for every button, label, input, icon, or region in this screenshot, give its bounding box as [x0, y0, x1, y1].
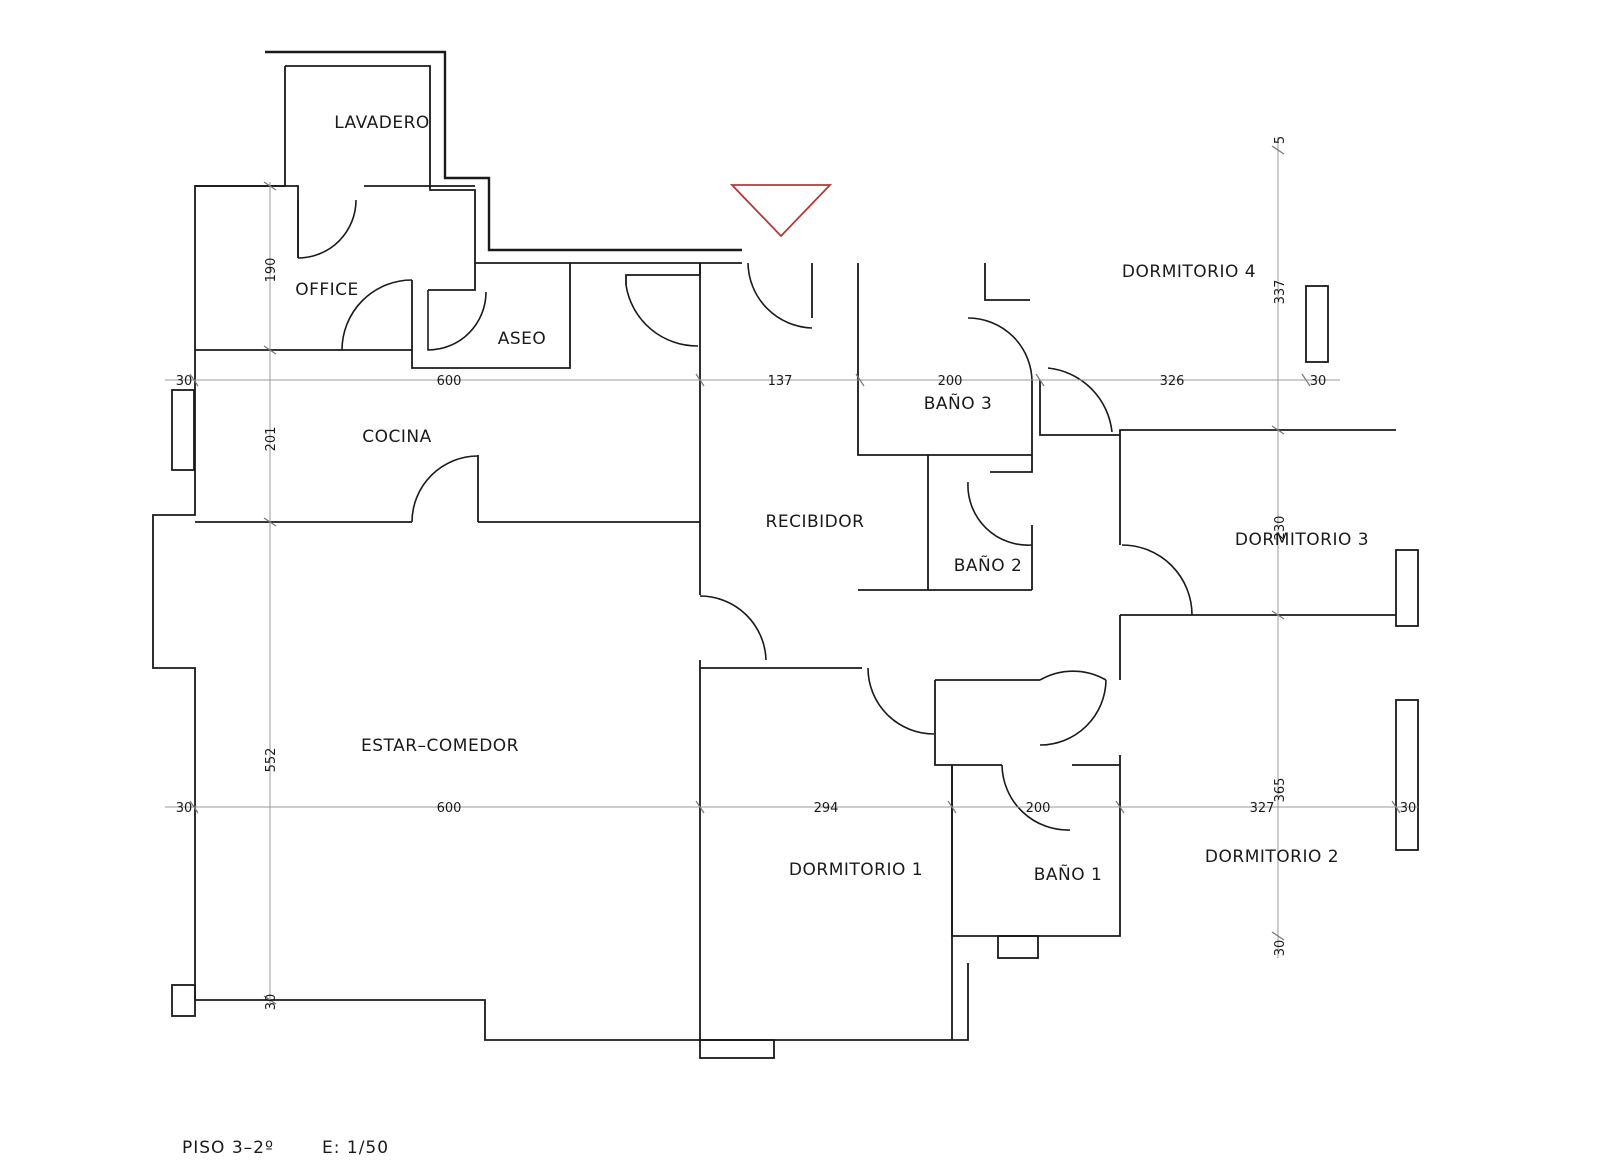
dimension-lines: [165, 137, 1418, 1005]
bano3-top-right-wall: [984, 263, 1030, 301]
door-estar: [699, 595, 767, 661]
dim-right-0: 5: [1273, 136, 1288, 144]
room-lavadero: LAVADERO: [334, 113, 430, 133]
dim-right-2: 230: [1273, 516, 1288, 541]
window-bano-1: [997, 935, 1039, 959]
dim-top-3: 200: [938, 374, 963, 389]
dim-top-4: 326: [1160, 374, 1185, 389]
bano2-walls: [858, 455, 929, 591]
dim-top-1: 600: [437, 374, 462, 389]
recibidor-entry-wall-left: [625, 263, 701, 285]
room-office: OFFICE: [295, 280, 359, 300]
wall-corner-bottom-left: [171, 984, 196, 1017]
exterior-walls: [152, 50, 1419, 1059]
outer-wall-outline: [265, 50, 742, 252]
bano3-walls: [857, 263, 1032, 456]
bano2-top-right-wall: [990, 455, 1033, 473]
door-bano-1: [1001, 764, 1071, 831]
dim-left-2: 552: [264, 748, 279, 773]
door-pasillo: [1039, 670, 1107, 681]
dim-top-5: 30: [1310, 374, 1327, 389]
plan-footer: PISO 3–2º E: 1/50: [182, 1138, 389, 1158]
window-dormitorio-3: [1395, 549, 1419, 627]
interior-walls: [195, 185, 1396, 1040]
door-bano-3: [967, 317, 1033, 383]
dim-left-1: 201: [264, 427, 279, 452]
dim-bottom-5: 30: [1400, 801, 1417, 816]
bano1-top-left-wall: [934, 680, 1002, 766]
dim-bottom-1: 600: [437, 801, 462, 816]
dim-bottom-0: 30: [176, 801, 193, 816]
inner-wall-left: [152, 66, 969, 1041]
door-dormitorio-2: [1039, 679, 1107, 746]
office-top-wall: [195, 185, 299, 258]
window-cocina: [171, 389, 195, 471]
door-office: [341, 279, 413, 351]
dim-bottom-3: 200: [1026, 801, 1051, 816]
door-lavadero: [297, 199, 357, 259]
dim-left-0: 190: [264, 258, 279, 283]
door-recibidor-left: [625, 284, 699, 347]
room-labels: LAVADERO OFFICE ASEO COCINA RECIBIDOR BA…: [295, 113, 1369, 885]
dim-bottom-2: 294: [814, 801, 839, 816]
bano1-walls: [951, 755, 1121, 937]
cocina-bottom-wall-right: [478, 263, 701, 523]
door-dormitorio-3: [1121, 544, 1193, 616]
dormitorio4-bottom-wall: [1039, 380, 1396, 436]
room-dormitorio-3: DORMITORIO 3: [1235, 530, 1369, 550]
dim-left-3: 30: [264, 994, 279, 1011]
entrance-marker-icon: [729, 184, 833, 238]
room-estar-comedor: ESTAR–COMEDOR: [361, 736, 519, 756]
door-dormitorio-1: [867, 667, 935, 735]
dim-top-2: 137: [768, 374, 793, 389]
door-dormitorio-4: [1047, 367, 1113, 433]
window-dormitorio-2: [1395, 699, 1419, 851]
room-bano-2: BAÑO 2: [954, 554, 1023, 576]
door-cocina: [411, 455, 479, 523]
room-dormitorio-2: DORMITORIO 2: [1205, 847, 1339, 867]
room-recibidor: RECIBIDOR: [766, 512, 865, 532]
dim-top-0: 30: [176, 374, 193, 389]
door-bano-2: [967, 481, 1033, 546]
room-cocina: COCINA: [362, 427, 431, 447]
room-aseo: ASEO: [498, 329, 547, 349]
dim-right-4: 30: [1273, 940, 1288, 957]
office-aseo-bottom-wall: [195, 263, 571, 369]
dimension-ticks: [189, 145, 1401, 1005]
doors: [297, 199, 1193, 831]
room-bano-3: BAÑO 3: [924, 392, 993, 414]
dim-right-3: 365: [1273, 778, 1288, 803]
window-dormitorio-1: [699, 1039, 775, 1059]
dimension-labels: 30 600 137 200 326 30 30 600 294 200 327…: [176, 136, 1417, 1010]
room-dormitorio-4: DORMITORIO 4: [1122, 262, 1256, 282]
aseo-top-wall: [428, 263, 476, 291]
door-entrance: [747, 262, 813, 329]
window-dormitorio-4: [1305, 285, 1329, 363]
inner-wall-outline: [285, 65, 742, 264]
room-dormitorio-1: DORMITORIO 1: [789, 860, 923, 880]
dim-right-1: 337: [1273, 280, 1288, 305]
floor-label: PISO 3–2º: [182, 1138, 274, 1158]
door-aseo: [427, 290, 487, 351]
dim-bottom-4: 327: [1250, 801, 1275, 816]
scale-label: E: 1/50: [322, 1138, 389, 1158]
room-bano-1: BAÑO 1: [1034, 863, 1103, 885]
